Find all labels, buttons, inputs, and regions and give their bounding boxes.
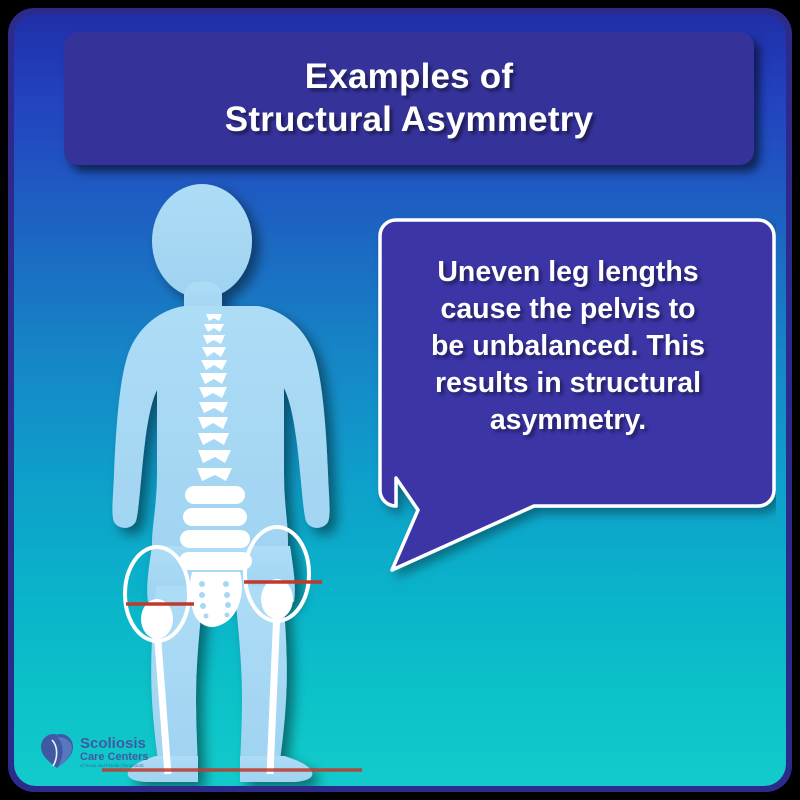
callout-bubble: Uneven leg lengths cause the pelvis to b… <box>296 210 776 590</box>
logo-line-2: Care Centers <box>80 751 148 763</box>
femur-bone-left <box>153 628 172 775</box>
title-line-2: Structural Asymmetry <box>224 99 594 139</box>
callout-shape <box>378 218 776 572</box>
femoral-head-left <box>141 599 173 639</box>
callout-balloon-path <box>378 218 776 572</box>
callout-line-5: asymmetry. <box>489 404 647 437</box>
spine-vertebrae <box>179 314 252 627</box>
callout-line-3: be unbalanced. This <box>431 330 705 363</box>
page-title: Examples of Structural Asymmetry <box>225 56 593 141</box>
callout-line-4: results in structural <box>434 367 702 400</box>
sacral-foramina <box>199 581 231 619</box>
callout-line-1: Uneven leg lengths <box>437 256 699 288</box>
logo-artwork: Scoliosis Care Centers of Texas and Flor… <box>41 734 148 768</box>
femoral-head-right <box>261 579 293 619</box>
torso <box>112 306 330 584</box>
callout-line-2: cause the pelvis to <box>440 293 696 326</box>
head <box>152 184 252 298</box>
heart-spine-icon <box>41 734 73 768</box>
callout-text: Uneven leg lengths cause the pelvis to b… <box>382 254 754 439</box>
figure-illustration <box>102 184 362 782</box>
outer-frame-ring: Examples of Structural Asymmetry <box>8 8 792 792</box>
title-line-1: Examples of <box>304 56 514 96</box>
human-figure <box>94 174 394 786</box>
title-banner: Examples of Structural Asymmetry <box>64 32 754 165</box>
logo-tagline: of Texas and Florida Chiropractic <box>80 763 145 768</box>
brand-logo[interactable]: Scoliosis Care Centers of Texas and Flor… <box>38 726 168 772</box>
logo-line-1: Scoliosis <box>80 735 146 752</box>
femur-bone-right <box>266 608 281 775</box>
infographic-canvas: Examples of Structural Asymmetry <box>14 14 786 786</box>
